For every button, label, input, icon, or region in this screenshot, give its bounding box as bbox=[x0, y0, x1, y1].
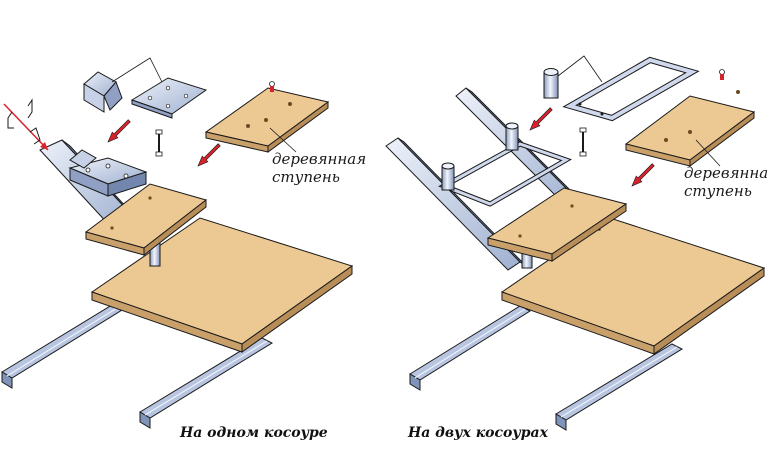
assembly-arrow-icon bbox=[104, 117, 133, 146]
bolt-part bbox=[579, 127, 587, 157]
exploded-wood-step bbox=[204, 81, 330, 153]
assembly-arrow-icon bbox=[526, 105, 555, 134]
lower-rail-right bbox=[555, 343, 684, 431]
panel-double-stringer: деревянная ступень На двух косоурах bbox=[385, 55, 768, 441]
lower-rail-right bbox=[139, 337, 274, 429]
step-leader-line bbox=[269, 127, 297, 153]
step-label-line2: ступень bbox=[272, 168, 340, 186]
exploded-wood-step bbox=[624, 69, 756, 167]
step-label-line1: деревянная bbox=[272, 150, 366, 168]
stringer-left bbox=[385, 137, 527, 271]
lower-rail-left bbox=[409, 305, 532, 391]
assembly-arrow-icon bbox=[194, 141, 223, 170]
assembly-arrow-icon bbox=[628, 161, 657, 190]
v-bracket-part bbox=[83, 71, 123, 113]
lower-wood-step bbox=[486, 187, 628, 262]
lower-wood-step bbox=[84, 183, 208, 257]
step-leader-line bbox=[695, 139, 721, 167]
pipe-part bbox=[543, 68, 559, 99]
flat-plate-part bbox=[130, 77, 208, 119]
step-label-line1: деревянная bbox=[684, 164, 768, 182]
step-frame-installed bbox=[438, 122, 572, 207]
panel-caption: На двух косоурах bbox=[407, 425, 549, 441]
lower-rail-left bbox=[1, 304, 124, 389]
parts-leader-line bbox=[557, 55, 603, 83]
bolt-part bbox=[155, 129, 163, 157]
step-label-line2: ступень bbox=[684, 182, 752, 200]
panel-caption: На одном косоуре bbox=[179, 425, 328, 441]
parts-leader-line bbox=[111, 57, 163, 83]
axis-marker bbox=[3, 98, 49, 151]
panel-single-stringer: деревянная ступень На одном косоуре bbox=[1, 57, 366, 441]
frame-part bbox=[562, 56, 700, 122]
bracket-assembly bbox=[68, 149, 148, 197]
